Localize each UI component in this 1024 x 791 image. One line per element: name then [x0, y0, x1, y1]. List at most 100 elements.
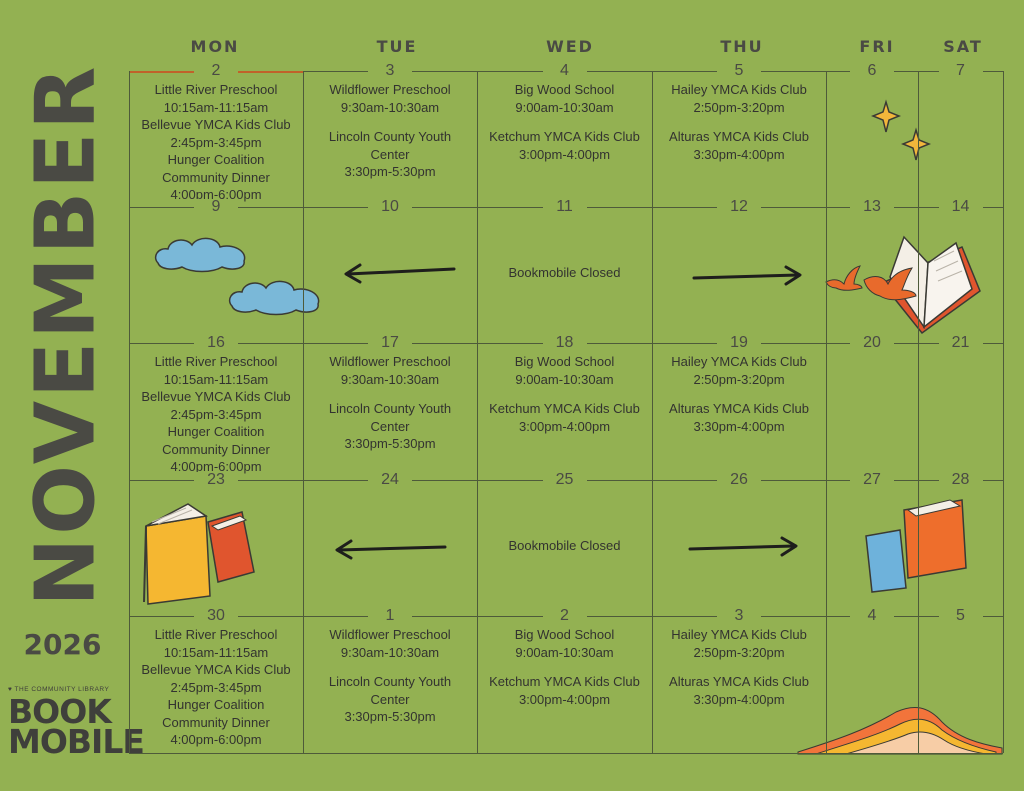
event-spacer — [305, 661, 475, 673]
event-line: Ketchum YMCA Kids Club — [489, 401, 640, 416]
closed-notice: Bookmobile Closed — [508, 538, 621, 553]
day-number: 7 — [938, 63, 983, 79]
event-line: Big Wood School — [514, 82, 615, 97]
event-line: Ketchum YMCA Kids Club — [489, 674, 640, 689]
event-line: Center — [370, 146, 410, 162]
event-line: 3:30pm-5:30pm — [344, 164, 436, 179]
event-line: Hailey YMCA Kids Club — [671, 354, 807, 369]
day-number: 18 — [542, 335, 587, 351]
logo-line-book: BOOK — [8, 692, 112, 731]
day-number: 13 — [850, 199, 894, 215]
event-line: 2:45pm-3:45pm — [170, 406, 262, 422]
hills-icon — [797, 706, 1003, 755]
day-number: 21 — [938, 335, 983, 351]
day-number: 5 — [717, 63, 761, 79]
event-line: 4:00pm-6:00pm — [170, 732, 262, 747]
event-spacer — [479, 116, 650, 128]
event-line: Community Dinner — [162, 169, 270, 185]
logo-line-mobile: MOBILE — [8, 722, 145, 761]
day-number: 10 — [368, 199, 412, 215]
event-line: Lincoln County Youth — [328, 129, 452, 144]
day-number: 24 — [368, 472, 412, 488]
day-number: 12 — [717, 199, 761, 215]
closed-notice: Bookmobile Closed — [508, 265, 621, 280]
day-number: 2 — [194, 63, 238, 79]
event-line: Wildflower Preschool — [329, 627, 451, 642]
event-line: 3:00pm-4:00pm — [518, 691, 611, 707]
right-arrow-icon — [688, 536, 798, 557]
event-line: Alturas YMCA Kids Club — [669, 674, 809, 689]
event-line: Big Wood School — [514, 354, 615, 369]
day-number: 20 — [850, 335, 894, 351]
event-spacer — [654, 116, 824, 128]
event-line: 3:30pm-4:00pm — [693, 691, 785, 707]
event-line: 3:30pm-5:30pm — [344, 436, 436, 451]
books-icon — [865, 499, 967, 593]
event-line: Hailey YMCA Kids Club — [671, 82, 807, 97]
grid-column-line — [129, 71, 130, 753]
day-number: 6 — [850, 63, 894, 79]
event-line: Ketchum YMCA Kids Club — [489, 129, 640, 144]
day-number: 4 — [542, 63, 587, 79]
event-line: Little River Preschool — [154, 82, 278, 97]
day-number: 9 — [194, 199, 238, 215]
event-spacer — [479, 388, 650, 400]
event-line: 10:15am-11:15am — [163, 644, 269, 660]
event-line: 3:00pm-4:00pm — [518, 418, 611, 434]
event-line: 4:00pm-6:00pm — [170, 459, 262, 474]
day-number: 11 — [542, 199, 587, 215]
event-line: 3:00pm-4:00pm — [518, 146, 611, 162]
month-title-vertical: NOVEMBER — [6, 55, 126, 615]
event-line: Alturas YMCA Kids Club — [669, 401, 809, 416]
day-number: 3 — [717, 608, 761, 624]
grid-column-line — [1003, 71, 1004, 753]
left-arrow-icon — [335, 539, 447, 560]
event-line: 9:00am-10:30am — [515, 644, 614, 660]
day-number: 14 — [938, 199, 983, 215]
event-spacer — [479, 661, 650, 673]
month-title: NOVEMBER — [18, 63, 113, 607]
day-number: 3 — [368, 63, 412, 79]
event-line: Bellevue YMCA Kids Club — [141, 662, 291, 677]
event-line: 2:45pm-3:45pm — [170, 679, 262, 695]
weekday-mon: MON — [190, 37, 240, 56]
event-line: Bellevue YMCA Kids Club — [141, 389, 291, 404]
event-line: Hailey YMCA Kids Club — [671, 627, 807, 642]
grid-column-line — [826, 71, 827, 753]
grid-column-line — [477, 71, 478, 753]
day-number: 27 — [850, 472, 894, 488]
left-arrow-icon — [344, 263, 456, 284]
event-line: 9:00am-10:30am — [515, 99, 614, 115]
event-line: Big Wood School — [514, 627, 615, 642]
day-number: 28 — [938, 472, 983, 488]
books-icon — [143, 503, 255, 605]
day-number: 19 — [717, 335, 761, 351]
grid-column-line — [303, 71, 304, 753]
event-line: 3:30pm-4:00pm — [693, 146, 785, 162]
event-spacer — [654, 388, 824, 400]
event-line: 9:30am-10:30am — [340, 371, 440, 387]
grid-column-line — [652, 71, 653, 753]
library-name: ♥ THE COMMUNITY LIBRARY — [8, 686, 110, 693]
event-line: Bellevue YMCA Kids Club — [141, 117, 291, 132]
event-spacer — [654, 661, 824, 673]
weekday-fri: FRI — [859, 37, 895, 56]
event-line: 4:00pm-6:00pm — [170, 187, 262, 202]
event-line: 10:15am-11:15am — [163, 99, 269, 115]
bird-icon — [863, 267, 917, 301]
weekday-thu: THU — [720, 37, 764, 56]
event-line: 9:30am-10:30am — [340, 644, 440, 660]
event-line: Hunger Coalition — [167, 424, 265, 439]
event-line: Wildflower Preschool — [329, 82, 451, 97]
year-label: 2026 — [23, 628, 102, 661]
